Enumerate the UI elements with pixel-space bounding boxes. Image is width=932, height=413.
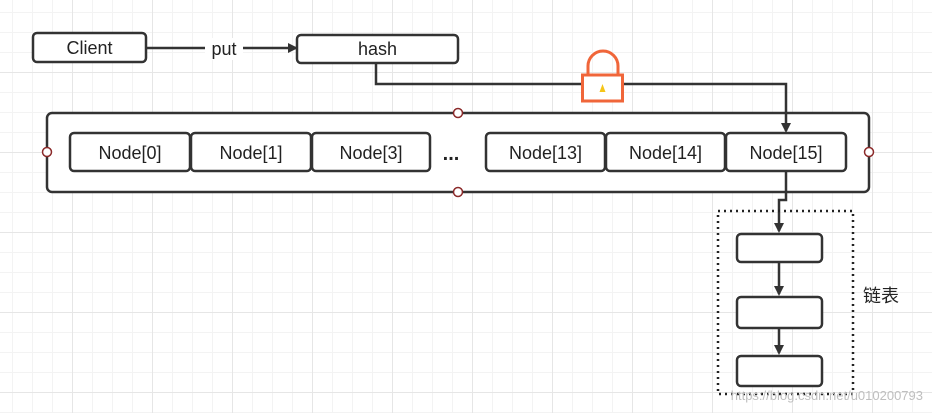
hash-label: hash [358,39,397,59]
watermark: https://blog.csdn.net/u010200793 [731,388,923,403]
client-box[interactable]: Client [31,31,148,64]
node-cell-13[interactable]: Node[13] [484,131,607,173]
node-cell-15[interactable]: Node[15] [724,131,848,173]
node-label: Node[14] [629,143,702,163]
node-label: Node[13] [509,143,582,163]
resize-handle-top[interactable] [452,107,464,119]
put-label-bg [205,38,243,60]
ellipsis: ... [443,143,460,165]
resize-handle-right[interactable] [863,146,875,158]
list-item-1[interactable] [735,232,824,264]
node-label: Node[3] [339,143,402,163]
list-item-2[interactable] [735,295,824,330]
linked-list-label: 链表 [863,286,899,306]
client-label: Client [66,38,112,58]
node-to-list-arrow [774,172,788,233]
linked-list-container[interactable] [716,209,855,396]
node-cell-0[interactable]: Node[0] [68,131,192,173]
put-label: put [211,39,236,59]
hash-box[interactable]: hash [295,33,460,65]
list-item-3[interactable] [735,354,824,388]
node-cell-1[interactable]: Node[1] [189,131,313,173]
node-label: Node[15] [749,143,822,163]
resize-handle-left[interactable] [41,146,53,158]
node-cell-14[interactable]: Node[14] [604,131,727,173]
resize-handle-bottom[interactable] [452,186,464,198]
node-label: Node[1] [219,143,282,163]
lock-icon [581,49,624,103]
node-label: Node[0] [98,143,161,163]
node-cell-3[interactable]: Node[3] [310,131,432,173]
